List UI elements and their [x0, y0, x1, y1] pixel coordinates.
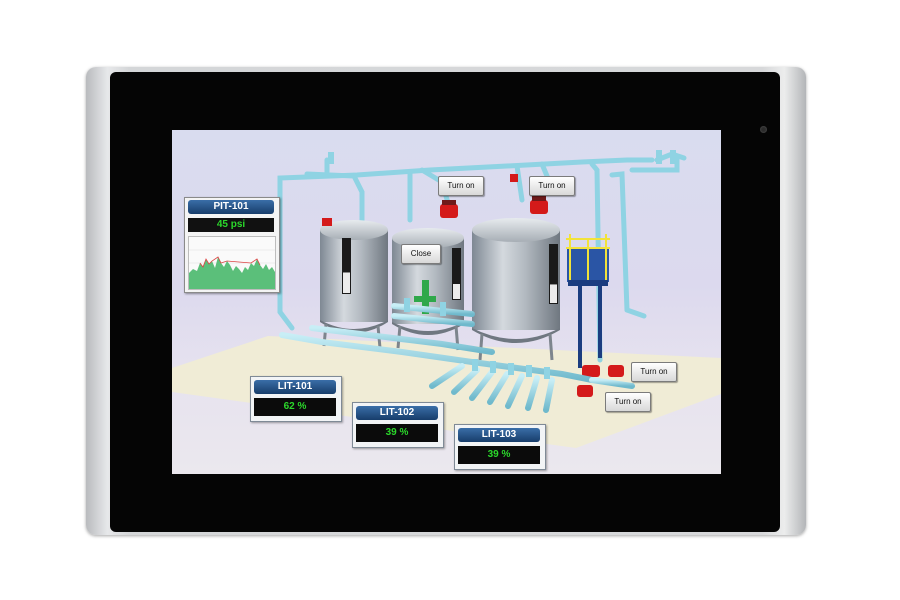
service-platform: [566, 234, 610, 368]
level-indicator-lit-102: LIT-102 39 %: [352, 402, 444, 448]
tank-1: [320, 220, 388, 349]
level-value: 62 %: [254, 398, 336, 416]
turn-on-button-4[interactable]: Turn on: [605, 392, 651, 412]
tank-3: [472, 218, 560, 361]
green-valve: [414, 280, 436, 314]
trend-peaks: [199, 256, 261, 268]
level-tag: LIT-101: [254, 380, 336, 394]
camera-icon: [760, 126, 767, 133]
manifold-pipes: [279, 303, 635, 413]
red-valves: [322, 174, 624, 397]
pressure-trend-chart: [188, 236, 276, 290]
pressure-trend-panel: PIT-101 45 psi: [184, 197, 280, 293]
pressure-tag: PIT-101: [188, 200, 274, 214]
tank-1-level-fill: [343, 272, 350, 293]
level-value: 39 %: [356, 424, 438, 442]
level-tag: LIT-102: [356, 406, 438, 420]
trend-area: [189, 257, 275, 289]
level-indicator-lit-101: LIT-101 62 %: [250, 376, 342, 422]
pressure-value: 45 psi: [188, 218, 274, 232]
turn-on-button-2[interactable]: Turn on: [529, 176, 575, 196]
tank-3-level-fill: [550, 284, 557, 303]
close-button[interactable]: Close: [401, 244, 441, 264]
tank-2-level-fill: [453, 284, 460, 299]
level-value: 39 %: [458, 446, 540, 464]
turn-on-button-3[interactable]: Turn on: [631, 362, 677, 382]
floor-slab: [172, 336, 721, 448]
pipe-flanges: [328, 150, 676, 379]
level-tag: LIT-103: [458, 428, 540, 442]
turn-on-button-1[interactable]: Turn on: [438, 176, 484, 196]
level-indicator-lit-103: LIT-103 39 %: [454, 424, 546, 470]
hmi-screen: PIT-101 45 psi LIT-101 62 % LIT-102 39 %…: [172, 130, 721, 474]
